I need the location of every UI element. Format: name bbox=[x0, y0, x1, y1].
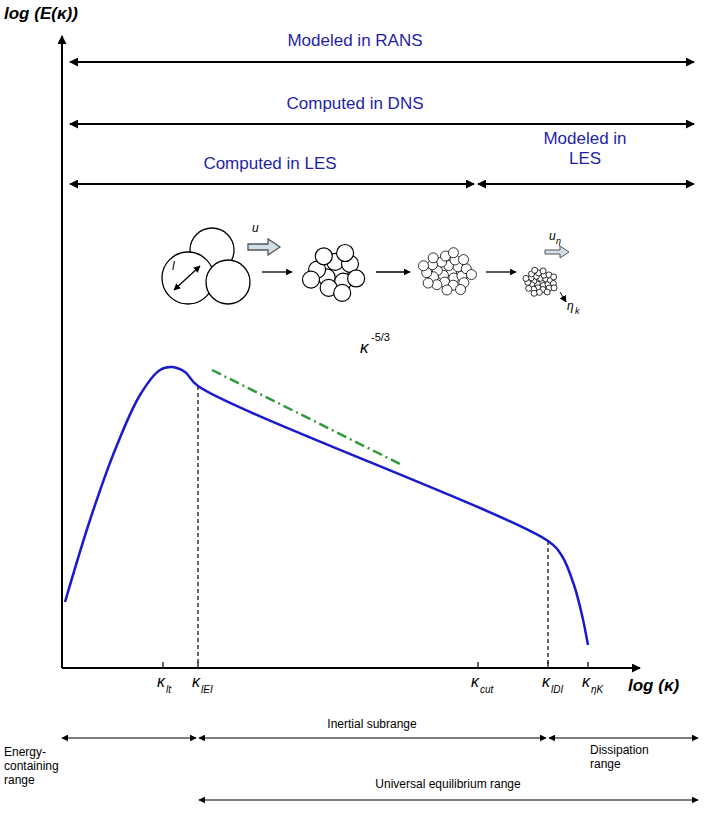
slope-label: κ bbox=[360, 338, 369, 358]
range-arrows-bottom bbox=[62, 738, 698, 800]
tick-label: κ bbox=[157, 673, 165, 691]
y-axis bbox=[61, 36, 63, 668]
range-arrows bbox=[70, 62, 694, 184]
range-label: Modeled in LES bbox=[540, 129, 630, 168]
x-axis bbox=[62, 667, 640, 669]
range-label: Computed in LES bbox=[203, 154, 336, 174]
axis-title: log (E(κ)) bbox=[4, 4, 78, 24]
dashed-markers bbox=[198, 386, 548, 666]
subscript: k bbox=[575, 306, 580, 316]
eddy-label: l bbox=[172, 260, 175, 274]
range-name: Universal equilibrium range bbox=[375, 778, 520, 792]
eddy-label: u bbox=[549, 230, 556, 244]
subscript: ηK bbox=[591, 684, 603, 696]
spectrum-line bbox=[65, 367, 588, 645]
subscript: cut bbox=[480, 684, 493, 696]
range-name: Dissipation range bbox=[590, 744, 680, 772]
eddy-label: u bbox=[252, 222, 259, 236]
range-name: Inertial subrange bbox=[327, 718, 416, 732]
subscript: η bbox=[556, 236, 561, 246]
tick-label: κ bbox=[471, 673, 479, 691]
tick-label: κ bbox=[192, 673, 200, 691]
subscript: lDI bbox=[551, 684, 563, 696]
axis-ticks bbox=[163, 662, 588, 668]
axis-title: log (κ) bbox=[628, 676, 679, 696]
slope-line bbox=[212, 370, 400, 464]
tick-label: κ bbox=[542, 673, 550, 691]
tick-label: κ bbox=[582, 673, 590, 691]
superscript: -5/3 bbox=[371, 331, 390, 344]
range-label: Modeled in RANS bbox=[287, 31, 422, 51]
range-name: Energy-containing range bbox=[4, 746, 89, 787]
eddy-illustration bbox=[162, 228, 569, 304]
spectrum-curve bbox=[65, 367, 588, 645]
eddy-clusters bbox=[302, 245, 557, 302]
subscript: lEI bbox=[201, 684, 213, 696]
range-label: Computed in DNS bbox=[286, 94, 423, 114]
eddy-label: η bbox=[567, 300, 574, 314]
subscript: lt bbox=[166, 684, 171, 696]
